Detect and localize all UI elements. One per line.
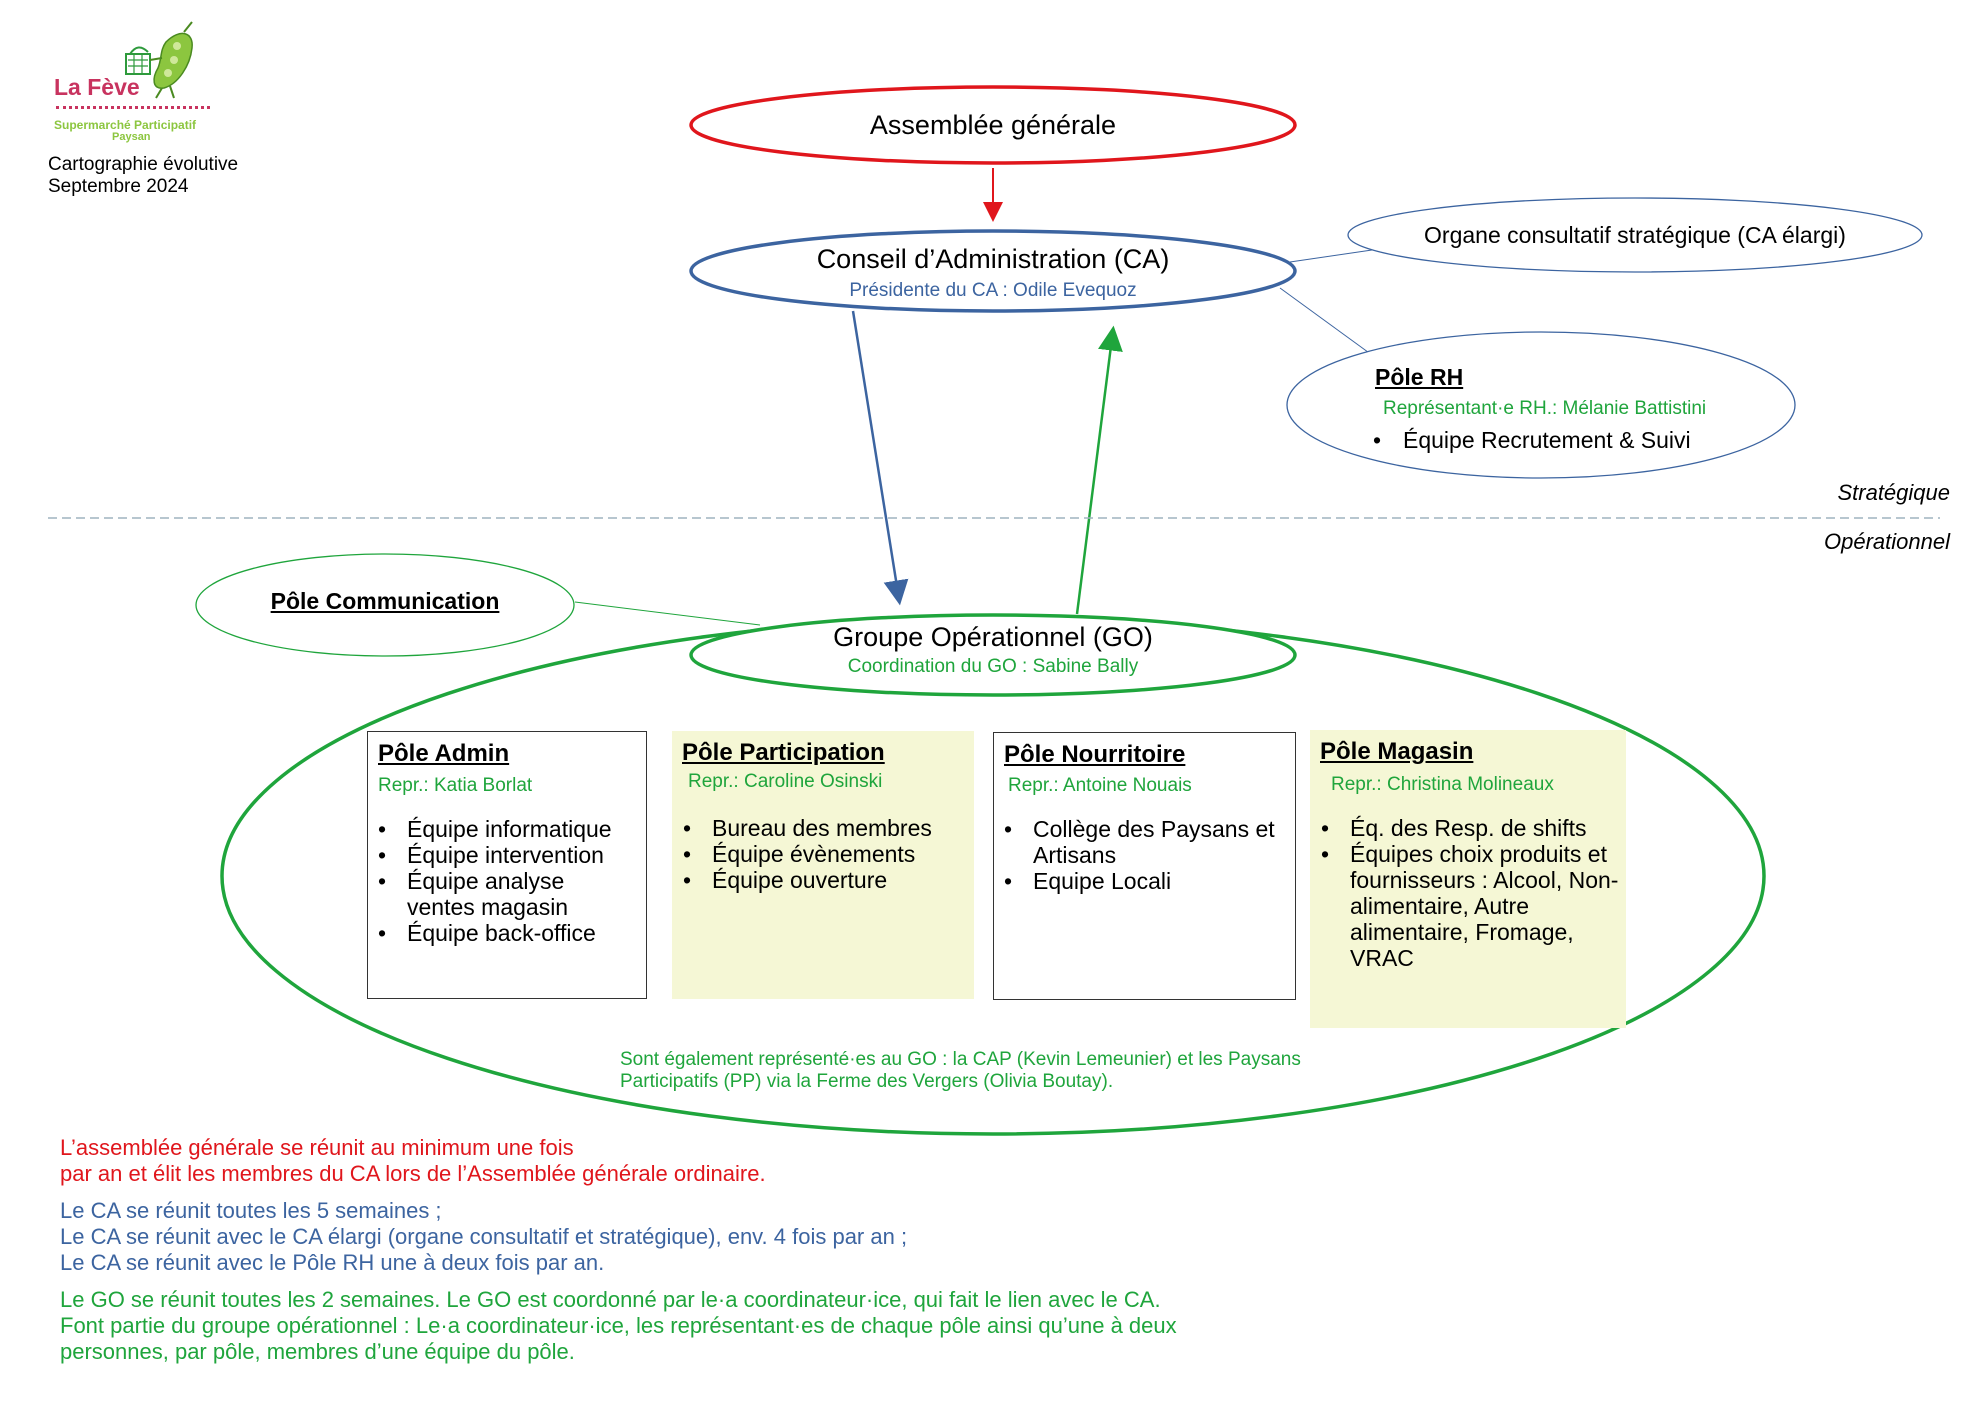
- organe-ellipse: [1347, 197, 1923, 273]
- note-line: par an et élit les membres du CA lors de…: [60, 1161, 766, 1186]
- assemblee-title: Assemblée générale: [869, 110, 1117, 140]
- note-line: Font partie du groupe opérationnel : Le·…: [60, 1313, 1177, 1338]
- pole-nourritoire-box: Pôle Nourritoire Repr.: Antoine Nouais C…: [993, 732, 1296, 1000]
- arrow-go-to-ca: [1075, 325, 1123, 615]
- connector-communication-go: [574, 601, 761, 626]
- pole-communication-title: Pôle Communication: [270, 588, 500, 614]
- go-note-line-1: Sont également représenté·es au GO : la …: [620, 1049, 1301, 1070]
- pole-nourritoire-title: Pôle Nourritoire: [1004, 741, 1186, 768]
- list-item: Bureau des membres: [683, 815, 971, 841]
- go-note: Sont également représenté·es au GO : la …: [620, 1049, 1301, 1093]
- logo-pea-mascot-icon: [125, 21, 193, 99]
- list-item: Collège des Paysans et Artisans: [1004, 816, 1289, 868]
- connector-ca-pole-rh: [1279, 287, 1373, 356]
- pole-magasin-list: Éq. des Resp. de shifts Équipes choix pr…: [1321, 815, 1621, 971]
- pole-magasin-box: Pôle Magasin Repr.: Christina Molineaux …: [1310, 730, 1626, 1028]
- pole-rh-item: • Équipe Recrutement & Suivi: [1373, 427, 1691, 454]
- header-line-1: Cartographie évolutive: [48, 154, 239, 175]
- pole-magasin-title: Pôle Magasin: [1320, 738, 1474, 765]
- level-operationnel: Opérationnel: [1824, 529, 1950, 554]
- pole-participation-repr: Repr.: Caroline Osinski: [688, 771, 883, 792]
- list-item: Équipe ouverture: [683, 867, 971, 893]
- pole-participation-list: Bureau des membres Équipe évènements Équ…: [683, 815, 971, 893]
- pole-magasin-repr: Repr.: Christina Molineaux: [1331, 774, 1554, 795]
- pole-rh-title: Pôle RH: [1375, 364, 1464, 390]
- logo: La Fève Supermarché Participatif Paysan: [48, 18, 218, 143]
- notes-assemblee: L’assemblée générale se réunit au minimu…: [60, 1135, 766, 1187]
- list-item: Équipes choix produits et fournisseurs :…: [1321, 841, 1621, 971]
- pole-rh-ellipse: [1286, 331, 1796, 479]
- pole-participation-title: Pôle Participation: [682, 739, 885, 766]
- assemblee-ellipse: [689, 85, 1297, 165]
- organe-title: Organe consultatif stratégique (CA élarg…: [1424, 222, 1846, 248]
- list-item: Equipe Locali: [1004, 868, 1289, 894]
- list-item: Équipe intervention: [378, 842, 640, 868]
- list-item: Équipe back-office: [378, 920, 640, 946]
- pole-admin-repr: Repr.: Katia Borlat: [378, 775, 533, 796]
- bullet: •: [1373, 427, 1382, 453]
- note-line: Le CA se réunit avec le CA élargi (organ…: [60, 1224, 908, 1249]
- go-note-line-2: Participatifs (PP) via la Ferme des Verg…: [620, 1071, 1114, 1092]
- connector-ca-organe: [1289, 249, 1373, 263]
- pole-rh-item-label: Équipe Recrutement & Suivi: [1403, 427, 1691, 453]
- note-line: Le CA se réunit toutes les 5 semaines ;: [60, 1198, 442, 1223]
- go-ellipse: [689, 613, 1297, 697]
- pole-nourritoire-repr: Repr.: Antoine Nouais: [1008, 775, 1192, 796]
- list-item: Éq. des Resp. de shifts: [1321, 815, 1621, 841]
- list-item: Équipe informatique: [378, 816, 640, 842]
- pole-participation-box: Pôle Participation Repr.: Caroline Osins…: [672, 731, 974, 999]
- note-line: Le CA se réunit avec le Pôle RH une à de…: [60, 1250, 605, 1275]
- level-strategique: Stratégique: [1837, 480, 1950, 505]
- header-line-2: Septembre 2024: [48, 176, 189, 197]
- logo-tagline-2: Paysan: [112, 131, 151, 143]
- ca-title: Conseil d’Administration (CA): [816, 244, 1170, 274]
- logo-tagline: Supermarché Participatif: [54, 118, 197, 132]
- list-item: Équipe analyse ventes magasin: [378, 868, 587, 920]
- notes-ca: Le CA se réunit toutes les 5 semaines ; …: [60, 1198, 907, 1276]
- notes-go: Le GO se réunit toutes les 2 semaines. L…: [60, 1287, 1177, 1365]
- pole-admin-list: Équipe informatique Équipe intervention …: [378, 816, 640, 946]
- pole-nourritoire-list: Collège des Paysans et Artisans Equipe L…: [1004, 816, 1289, 894]
- list-item: Équipe évènements: [683, 841, 971, 867]
- ca-subtitle: Présidente du CA : Odile Evequoz: [849, 280, 1137, 301]
- pole-rh-subtitle: Représentant·e RH.: Mélanie Battistini: [1383, 398, 1707, 419]
- pole-admin-box: Pôle Admin Repr.: Katia Borlat Équipe in…: [367, 731, 647, 999]
- go-subtitle: Coordination du GO : Sabine Bally: [847, 656, 1139, 677]
- pole-communication-ellipse: [195, 553, 575, 657]
- go-title: Groupe Opérationnel (GO): [833, 622, 1153, 652]
- note-line: Le GO se réunit toutes les 2 semaines. L…: [60, 1287, 1161, 1312]
- header-caption: Cartographie évolutive Septembre 2024: [48, 154, 238, 198]
- note-line: L’assemblée générale se réunit au minimu…: [60, 1135, 574, 1160]
- pole-admin-title: Pôle Admin: [378, 740, 510, 767]
- arrow-ca-to-go: [851, 310, 909, 606]
- ca-ellipse: [689, 229, 1297, 313]
- logo-brand: La Fève: [54, 74, 140, 100]
- logo-dots: [56, 106, 210, 109]
- note-line: personnes, par pôle, membres d’une équip…: [60, 1339, 575, 1364]
